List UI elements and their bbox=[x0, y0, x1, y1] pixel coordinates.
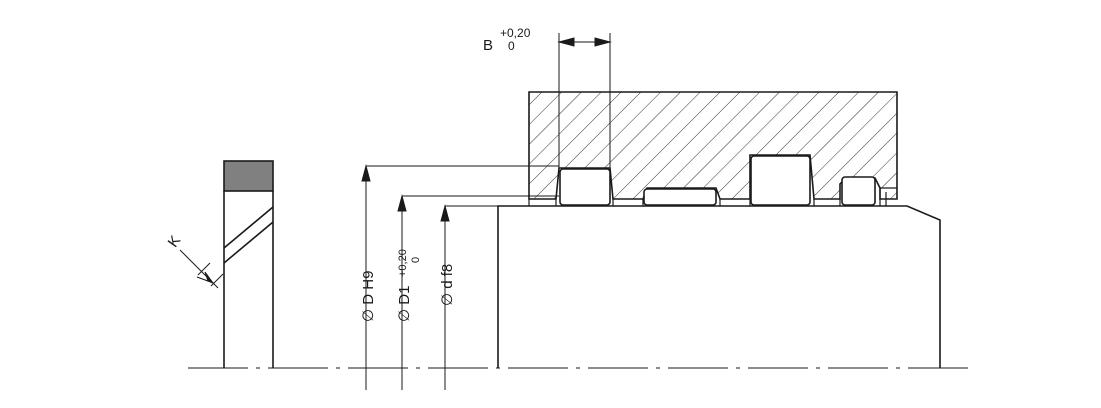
b-tolerance-lower: 0 bbox=[508, 39, 515, 53]
seal-element-3 bbox=[750, 155, 811, 206]
d1-dimension-label: ∅ D1 bbox=[396, 286, 413, 322]
k-label: K bbox=[165, 233, 185, 251]
seal-elements bbox=[559, 155, 876, 206]
b-tolerance-upper: +0,20 bbox=[500, 26, 531, 40]
seal-ring-top-cap bbox=[223, 160, 274, 192]
b-dimension-label: B bbox=[483, 37, 493, 54]
seal-ring-split-line-2 bbox=[223, 221, 274, 264]
d-f8-dimension-label: ∅ d f8 bbox=[439, 264, 456, 306]
d-h9-dimension-label: ∅ D H9 bbox=[360, 271, 377, 322]
dimension-lines bbox=[361, 33, 612, 390]
groove-details bbox=[528, 187, 897, 206]
seal-element-1 bbox=[559, 168, 611, 206]
k-dimension bbox=[179, 249, 224, 289]
seal-element-2 bbox=[643, 188, 717, 206]
d1-tolerance-lower: 0 bbox=[410, 257, 422, 263]
d1-tolerance-upper: +0,20 bbox=[397, 249, 409, 277]
seal-element-4 bbox=[841, 176, 876, 206]
rod-outline bbox=[497, 205, 941, 368]
seal-ring-split-line-1 bbox=[223, 206, 274, 249]
seal-ring-section bbox=[223, 160, 274, 368]
